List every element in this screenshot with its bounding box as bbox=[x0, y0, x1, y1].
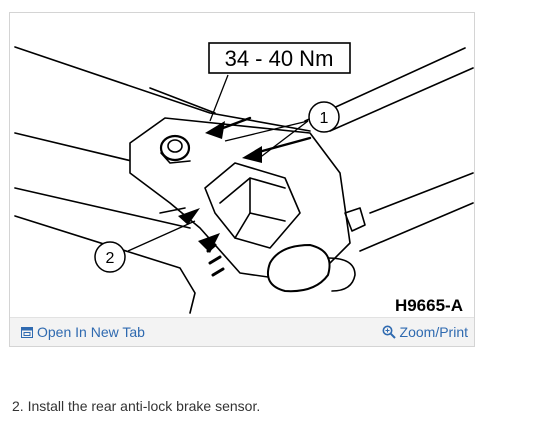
torque-label-box bbox=[208, 42, 351, 74]
zoom-print-label: Zoom/Print bbox=[399, 324, 468, 340]
axle-housing-line bbox=[369, 172, 474, 214]
figure-frame: 34 - 40 Nm 1 2 H9665-A Open In New Tab bbox=[9, 12, 475, 347]
callout-circle-1 bbox=[308, 101, 340, 133]
figure-id: H9665-A bbox=[395, 296, 463, 315]
sensor-body bbox=[204, 162, 301, 249]
axle-housing-line bbox=[14, 187, 191, 229]
torque-label: 34 - 40 Nm bbox=[225, 46, 334, 71]
axle-housing-line bbox=[329, 67, 474, 132]
callout-number-1: 1 bbox=[320, 110, 329, 127]
callout-circle-2 bbox=[94, 241, 126, 273]
figure-toolbar: Open In New Tab Zoom/Print bbox=[10, 317, 474, 346]
instruction-step: 2. Install the rear anti-lock brake sens… bbox=[12, 398, 261, 414]
axle-housing-line bbox=[359, 202, 474, 252]
open-in-new-tab-label: Open In New Tab bbox=[37, 324, 145, 340]
zoom-print-link[interactable]: Zoom/Print bbox=[382, 324, 468, 340]
magnifier-icon bbox=[382, 325, 396, 339]
axle-housing-line bbox=[149, 87, 216, 114]
brake-sensor-illustration: 34 - 40 Nm 1 2 H9665-A bbox=[14, 42, 474, 315]
callout-number-2: 2 bbox=[106, 250, 115, 267]
axle-housing-line bbox=[14, 215, 196, 314]
sensor-bolt bbox=[159, 134, 191, 162]
open-window-icon bbox=[21, 326, 33, 338]
open-in-new-tab-link[interactable]: Open In New Tab bbox=[21, 324, 145, 340]
sensor-cap bbox=[266, 244, 331, 293]
axle-housing-line bbox=[14, 46, 311, 132]
